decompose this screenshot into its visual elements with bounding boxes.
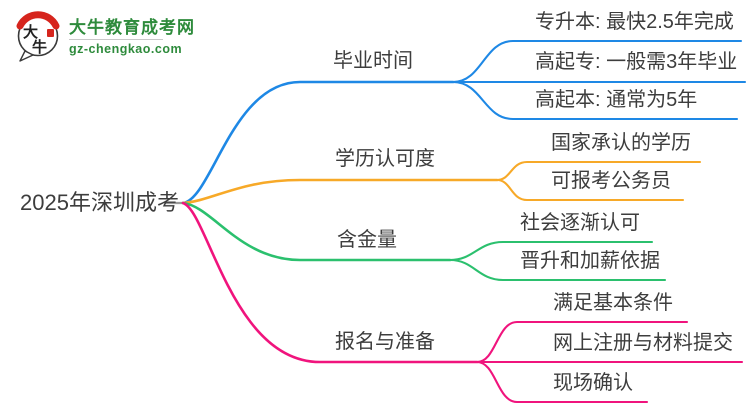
red-cap-arc <box>16 11 60 30</box>
branch-label-graduation-time: 毕业时间 <box>333 50 413 72</box>
branch-label-gold-content: 含金量 <box>337 229 397 251</box>
brand-site-url: gz-chengkao.com <box>69 42 183 56</box>
root-node-label: 2025年深圳成考 <box>20 190 179 215</box>
registration-leaf-line-3 <box>475 360 649 404</box>
leaf-label-basic-conditions: 满足基本条件 <box>553 292 673 314</box>
leaf-label-social-recognition: 社会逐渐认可 <box>520 212 640 234</box>
branch-label-registration: 报名与准备 <box>335 331 435 353</box>
recognition-leaf-line-2 <box>495 178 685 202</box>
graduation-time-leaf-line-1 <box>451 39 743 84</box>
gold-content-leaf-line-2 <box>448 258 667 282</box>
registration-branch-curve <box>181 201 479 364</box>
recognition-leaf-line-1 <box>495 160 702 182</box>
icon-char-top: 大 <box>23 23 38 41</box>
graduation-time-leaf-line-3 <box>451 80 739 121</box>
icon-char-bottom: 牛 <box>32 38 47 56</box>
leaf-label-onsite-confirmation: 现场确认 <box>553 372 633 394</box>
graduation-time-branch-curve <box>181 80 455 205</box>
leaf-label-promotion-raise: 晋升和加薪依据 <box>520 250 660 272</box>
logo-divider <box>69 39 163 40</box>
leaf-label-state-recognized: 国家承认的学历 <box>551 132 691 154</box>
branch-label-recognition: 学历认可度 <box>335 148 435 170</box>
gold-content-branch-curve <box>181 201 452 262</box>
brand-text-block: 大牛教育成考网 gz-chengkao.com <box>69 8 195 56</box>
leaf-label-civil-service: 可报考公务员 <box>551 170 671 192</box>
leaf-label-zhuanshengben: 专升本: 最快2.5年完成 <box>535 11 734 33</box>
leaf-label-gaoqiben: 高起本: 通常为5年 <box>535 89 698 111</box>
registration-leaf-line-1 <box>475 320 689 364</box>
brand-title: 大牛教育成考网 <box>69 18 195 37</box>
brand-logo: 大 牛 大牛教育成考网 gz-chengkao.com <box>12 8 195 64</box>
leaf-label-online-registration: 网上注册与材料提交 <box>553 332 733 354</box>
recognition-branch-curve <box>181 178 499 205</box>
speech-bubble-tail <box>19 50 34 62</box>
gold-content-leaf-line-1 <box>448 240 654 262</box>
red-seal-stamp <box>47 29 54 37</box>
leaf-label-gaoqizhuan: 高起专: 一般需3年毕业 <box>535 51 738 73</box>
daniu-speech-bubble-icon: 大 牛 <box>16 11 60 62</box>
